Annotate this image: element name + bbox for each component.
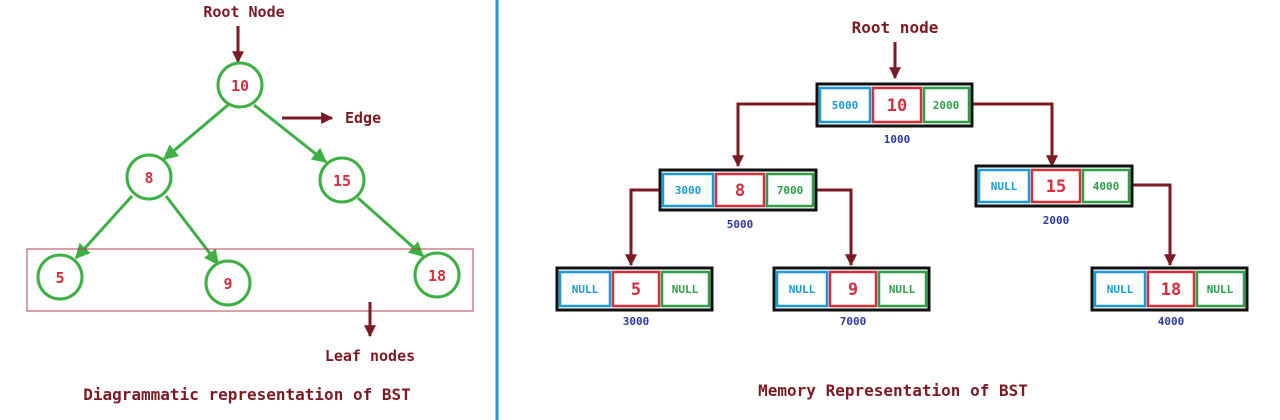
node-value: 5	[631, 280, 641, 300]
left-pointer-arrow	[732, 102, 818, 168]
node-address: 1000	[884, 133, 911, 146]
node-address: 3000	[623, 315, 650, 328]
right-pointer-value: 7000	[777, 184, 804, 197]
right-pointer-value: NULL	[1207, 283, 1234, 296]
node-value: 9	[848, 280, 858, 300]
memory-node: NULL 5 NULL 3000	[555, 266, 714, 328]
memory-node: 3000 8 7000 5000	[658, 168, 818, 231]
left-pointer-value: 5000	[832, 99, 859, 112]
tree-node: 5	[36, 253, 84, 301]
memory-node: NULL 9 NULL 7000	[772, 266, 931, 328]
memory-node: NULL 18 NULL 4000	[1090, 266, 1249, 328]
tree-node-value: 15	[333, 172, 351, 190]
tree-edge	[74, 194, 134, 260]
tree-node: 18	[413, 251, 461, 299]
node-value: 15	[1046, 177, 1066, 197]
diagram-caption: Diagrammatic representation of BST	[83, 385, 411, 404]
right-pointer-arrow	[972, 102, 1058, 168]
tree-node-value: 8	[144, 169, 153, 187]
tree-node: 15	[318, 156, 366, 204]
tree-node: 10	[216, 61, 264, 109]
right-pointer-value: 4000	[1093, 180, 1120, 193]
node-address: 7000	[840, 315, 867, 328]
node-address: 5000	[727, 218, 754, 231]
node-address: 2000	[1043, 214, 1070, 227]
left-pointer-value: 3000	[675, 184, 702, 197]
right-pointer-value: NULL	[672, 283, 699, 296]
tree-node-value: 9	[223, 275, 232, 293]
right-pointer-value: NULL	[889, 283, 916, 296]
tree-node: 9	[204, 259, 252, 307]
left-pointer-arrow	[625, 188, 660, 267]
left-pointer-value: NULL	[991, 180, 1018, 193]
diagram-panel: Root Node Edge Leaf nodes 10 8 15 5	[26, 3, 474, 404]
tree-node-value: 18	[428, 267, 446, 285]
memory-node: NULL 15 4000 2000	[974, 164, 1134, 227]
tree-node-value: 5	[55, 269, 64, 287]
leaf-nodes-frame	[26, 248, 474, 312]
root-node-label: Root node	[852, 18, 939, 37]
memory-node: 5000 10 2000 1000	[815, 82, 974, 146]
leaf-nodes-label: Leaf nodes	[325, 347, 415, 365]
tree-edge	[162, 103, 229, 161]
left-pointer-value: NULL	[572, 283, 599, 296]
tree-edge	[164, 195, 220, 266]
left-pointer-value: NULL	[1107, 283, 1134, 296]
left-pointer-value: NULL	[789, 283, 816, 296]
memory-panel: Root node 5000 10 2000 1000 3000 8 7000	[555, 18, 1249, 400]
node-value: 8	[735, 181, 745, 201]
right-pointer-arrow	[816, 188, 857, 267]
tree-node-value: 10	[231, 77, 249, 95]
right-pointer-value: 2000	[933, 99, 960, 112]
tree-edge	[357, 196, 425, 258]
memory-caption: Memory Representation of BST	[758, 381, 1028, 400]
node-address: 4000	[1158, 315, 1185, 328]
root-node-label: Root Node	[203, 3, 284, 21]
edge-label: Edge	[345, 109, 381, 127]
node-value: 18	[1161, 280, 1181, 300]
tree-node: 8	[125, 153, 173, 201]
node-value: 10	[887, 96, 907, 116]
right-pointer-arrow	[1132, 183, 1176, 267]
tree-edge	[253, 103, 328, 164]
